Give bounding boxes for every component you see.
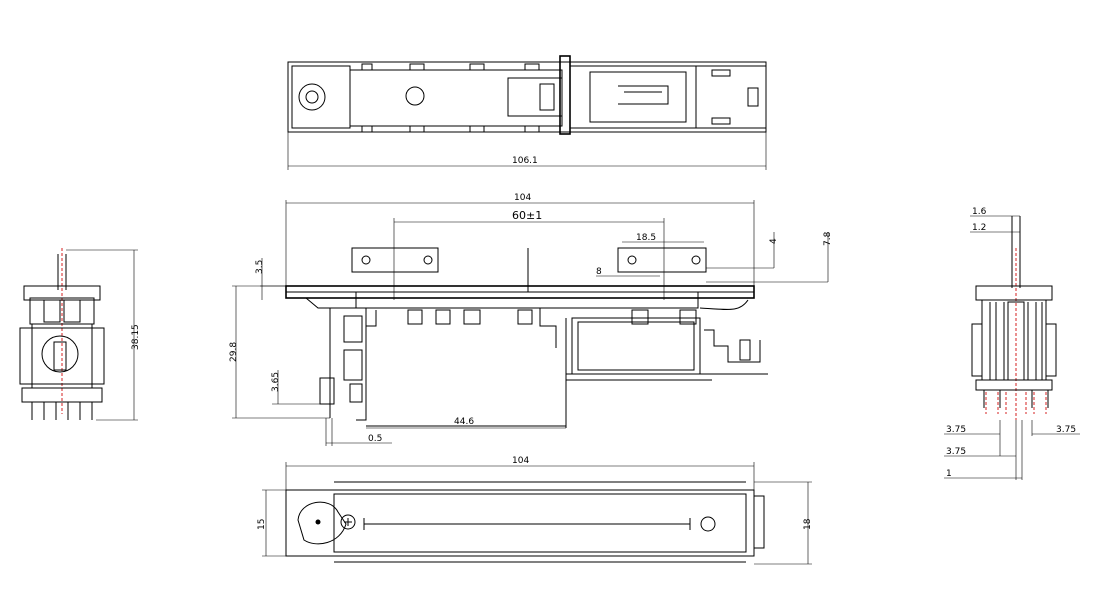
dim-flange-height: 3.5 <box>255 260 265 274</box>
top-view: 106.1 <box>287 55 767 170</box>
dim-right-bottom: 1 <box>946 469 952 479</box>
dim-pin-length: 3.65 <box>271 372 281 392</box>
dim-left-height: 38.15 <box>131 324 141 350</box>
dim-front-width: 104 <box>514 193 531 203</box>
bottom-view: 104 15 18 <box>257 456 813 565</box>
dim-top-length: 106.1 <box>512 156 538 166</box>
dim-body-height: 29.8 <box>229 342 239 362</box>
dim-right-top-1: 1.6 <box>972 207 987 217</box>
dim-tab-height: 7.8 <box>823 231 833 246</box>
right-side-view: 1.6 1.2 3.75 3.75 3.75 1 <box>944 207 1080 480</box>
left-side-view: 38.15 <box>19 248 141 421</box>
dim-tab-offset: 4 <box>769 238 779 244</box>
dim-pin-span: 44.6 <box>454 417 474 427</box>
dim-bottom-width: 104 <box>512 456 529 466</box>
dim-right-top-2: 1.2 <box>972 223 986 233</box>
dim-bottom-left-height: 15 <box>257 519 267 530</box>
dim-pin-width: 0.5 <box>368 434 382 444</box>
dim-right-pitch-right: 3.75 <box>1056 425 1076 435</box>
dim-travel: 60±1 <box>512 209 542 222</box>
dim-bottom-right-height: 18 <box>803 518 813 530</box>
dim-bracket-span: 18.5 <box>636 233 656 243</box>
front-view: 104 60±1 18.5 8 4 7.8 3.5 29.8 <box>229 193 833 446</box>
dim-right-pitch-left: 3.75 <box>946 425 966 435</box>
dim-right-pitch-mid: 3.75 <box>946 447 966 457</box>
dim-bracket-height: 8 <box>596 267 602 277</box>
